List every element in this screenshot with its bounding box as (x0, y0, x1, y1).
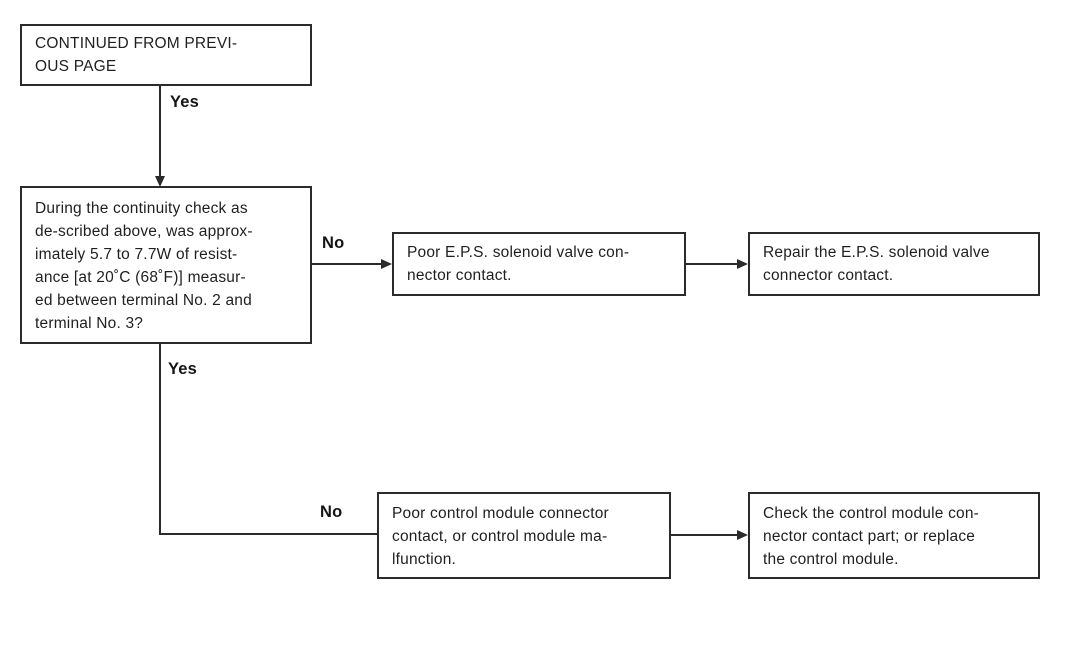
node-continued-from-previous-page: CONTINUED FROM PREVI- OUS PAGE (20, 24, 312, 86)
node-question-text: During the continuity check as de-scribe… (35, 200, 253, 332)
node-poor-eps-connector: Poor E.P.S. solenoid valve con- nector c… (392, 232, 686, 296)
node-repair-eps-connector: Repair the E.P.S. solenoid valve connect… (748, 232, 1040, 296)
node-check-control-module-text: Check the control module con- nector con… (763, 505, 980, 568)
arrowhead-right-icon (737, 530, 748, 540)
edge-continued-to-question (159, 86, 161, 178)
node-poor-eps-text: Poor E.P.S. solenoid valve con- nector c… (407, 244, 630, 284)
edge-label-no-top: No (322, 234, 345, 252)
edge-question-down-yes (159, 344, 161, 535)
edge-bottom-right-no (159, 533, 377, 535)
arrowhead-right-icon (737, 259, 748, 269)
arrowhead-down-icon (155, 176, 165, 187)
node-poor-control-module-text: Poor control module connector contact, o… (392, 505, 609, 568)
node-poor-control-module: Poor control module connector contact, o… (377, 492, 671, 579)
node-check-control-module: Check the control module con- nector con… (748, 492, 1040, 579)
edge-poor-module-to-check (671, 534, 740, 536)
edge-label-yes-bottom: Yes (168, 360, 198, 378)
edge-label-no-bottom: No (320, 503, 343, 521)
arrowhead-right-icon (381, 259, 392, 269)
edge-question-to-poor-eps (312, 263, 384, 265)
edge-label-yes-top: Yes (170, 93, 200, 111)
node-repair-eps-text: Repair the E.P.S. solenoid valve connect… (763, 244, 990, 284)
node-continued-text: CONTINUED FROM PREVI- OUS PAGE (35, 35, 238, 75)
edge-poor-eps-to-repair (686, 263, 740, 265)
node-continuity-question: During the continuity check as de-scribe… (20, 186, 312, 344)
